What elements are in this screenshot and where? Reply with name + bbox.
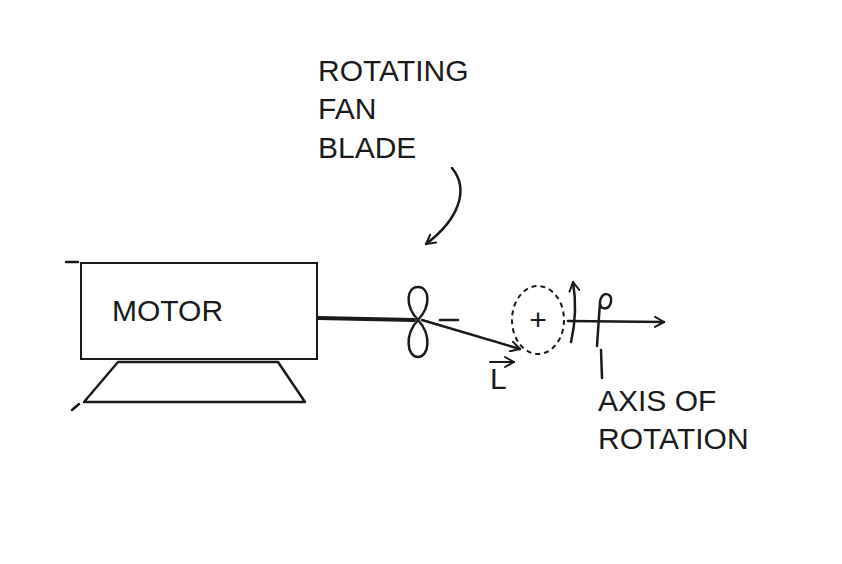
part-label: AXIS OF ROTATION (598, 382, 768, 459)
sketch-mark (72, 404, 79, 410)
leader-line (601, 350, 602, 378)
axis-line (440, 319, 458, 322)
motor-box: MOTOR (80, 262, 318, 360)
vector-symbol: L (490, 360, 507, 398)
dashed-ellipse (512, 286, 564, 354)
motor-base (84, 362, 305, 402)
leader-line (426, 168, 460, 244)
rotation-arrow (571, 282, 575, 342)
node-label: MOTOR (112, 293, 223, 329)
dashed-circle: + (510, 284, 566, 356)
rotation-curl (597, 294, 611, 346)
part-label: ROTATING FAN BLADE (318, 52, 469, 167)
node-label: + (529, 302, 547, 338)
motor-shaft (318, 318, 414, 320)
sketch-mark (66, 261, 78, 264)
axis-line (568, 321, 664, 322)
angular-momentum-vector (422, 320, 520, 349)
